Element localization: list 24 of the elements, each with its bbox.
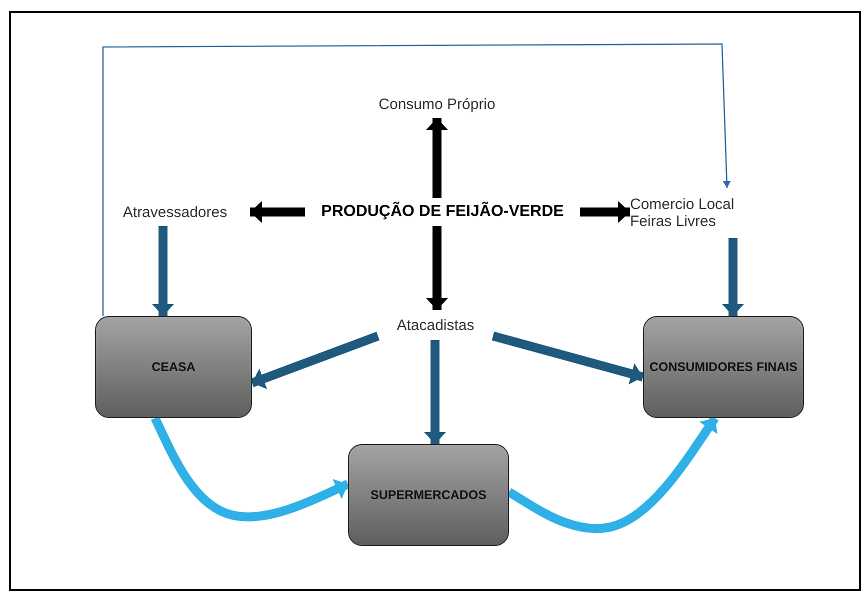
node-label: CEASA: [152, 360, 196, 374]
process-box: [643, 316, 804, 418]
node-label: Consumo Próprio: [378, 96, 496, 112]
arrow: [102, 43, 731, 316]
arrow: [250, 201, 305, 223]
node-label: PRODUÇÃO DE FEIJÃO-VERDE: [321, 203, 564, 221]
arrow: [580, 201, 630, 223]
arrow: [424, 340, 446, 444]
arrow: [150, 416, 350, 522]
arrow: [492, 332, 644, 384]
arrow: [426, 118, 448, 198]
arrow: [506, 416, 719, 533]
arrow: [152, 226, 174, 316]
node-label: Feiras Livres: [630, 213, 716, 230]
node-label: SUPERMERCADOS: [370, 488, 486, 502]
arrow: [722, 238, 744, 316]
arrow: [426, 226, 448, 310]
node-label: Atravessadores: [122, 204, 228, 220]
node-label: Comercio Local: [630, 196, 734, 213]
process-box: [348, 444, 509, 546]
process-box: [95, 316, 252, 418]
node-label: CONSUMIDORES FINAIS: [650, 360, 798, 374]
arrow: [250, 332, 380, 390]
node-label: Atacadistas: [396, 316, 474, 334]
